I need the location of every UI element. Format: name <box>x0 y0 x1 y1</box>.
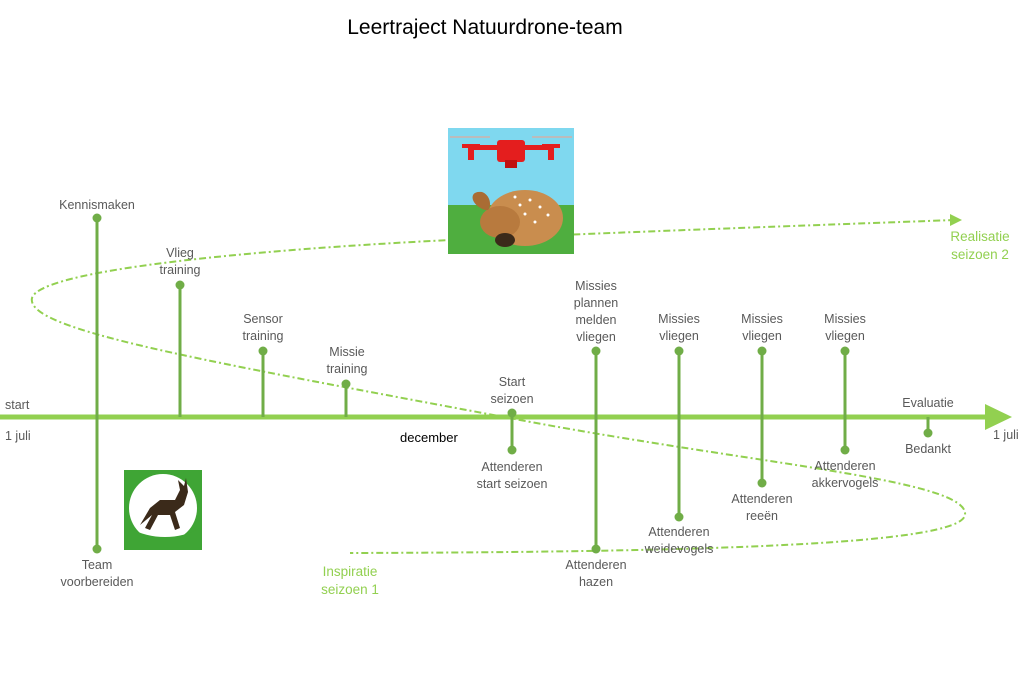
timeline-start-date: 1 juli <box>5 429 31 443</box>
event-label-missies-plannen: Missies plannen melden vliegen <box>573 279 619 344</box>
event-label-attenderen-akkervogels: Attenderen akkervogels <box>811 459 879 490</box>
stem-missies-vliegen-akkervogels-dot-bottom <box>840 445 850 455</box>
event-label-attenderen-reeen: Attenderen reeën <box>731 492 793 523</box>
event-label-start-seizoen: Start seizoen <box>490 375 534 406</box>
drone-fawn-picture <box>448 128 574 254</box>
stem-missies-vliegen-reeen-dot-bottom <box>757 478 767 488</box>
stem-vlieg-training-dot-top <box>175 280 185 290</box>
event-label-evaluatie: Evaluatie <box>902 396 954 410</box>
event-label-missies-vliegen-1: Missies vliegen <box>658 312 700 343</box>
season-spiral-arrowhead <box>950 214 962 226</box>
stem-missies-vliegen-akkervogels-dot-top <box>840 346 850 356</box>
main-timeline-arrowhead <box>985 404 1012 430</box>
event-label-missies-vliegen-2: Missies vliegen <box>741 312 783 343</box>
event-label-attenderen-start: Attenderen start seizoen <box>476 460 548 491</box>
stem-missies-vliegen-reeen-dot-top <box>757 346 767 356</box>
stem-sensor-training-dot-top <box>258 346 268 356</box>
stem-kennismaken-team-dot-top <box>92 213 102 223</box>
event-label-attenderen-hazen: Attenderen hazen <box>565 558 627 589</box>
season-1-label: Inspiratie seizoen 1 <box>321 564 379 597</box>
stem-start-seizoen-dot-bottom <box>507 445 517 455</box>
running-deer-icon <box>140 478 188 530</box>
page-title: Leertraject Natuurdrone-team <box>347 16 623 39</box>
drone-icon <box>450 136 572 168</box>
stem-missies-plannen-hazen-dot-top <box>591 346 601 356</box>
stem-kennismaken-team-dot-bottom <box>92 544 102 554</box>
event-label-kennismaken: Kennismaken <box>59 198 135 212</box>
stem-start-seizoen-dot-top <box>507 408 517 418</box>
event-stems <box>92 213 933 554</box>
stem-missies-plannen-hazen-dot-bottom <box>591 544 601 554</box>
event-label-team-voorbereiden: Team voorbereiden <box>60 558 134 589</box>
season-2-label: Realisatie seizoen 2 <box>950 229 1010 262</box>
fawn-icon <box>472 190 563 247</box>
stem-missies-vliegen-weidevogels-dot-bottom <box>674 512 684 522</box>
stem-evaluatie-bedankt-dot-bottom <box>923 428 933 438</box>
event-label-missies-vliegen-3: Missies vliegen <box>824 312 866 343</box>
event-label-vlieg-training: Vlieg training <box>159 246 201 277</box>
event-label-bedankt: Bedankt <box>905 442 951 456</box>
timeline-end-date: 1 juli <box>993 428 1019 442</box>
deer-logo <box>124 470 202 550</box>
event-label-missie-training: Missie training <box>326 345 368 376</box>
event-label-sensor-training: Sensor training <box>242 312 284 343</box>
stem-missie-training-dot-top <box>341 379 351 389</box>
timeline-mid-label: december <box>400 430 458 445</box>
timeline-start-label: start <box>5 398 30 412</box>
stem-missies-vliegen-weidevogels-dot-top <box>674 346 684 356</box>
event-label-attenderen-weidevogels: Attenderen weidevogels <box>644 525 714 556</box>
